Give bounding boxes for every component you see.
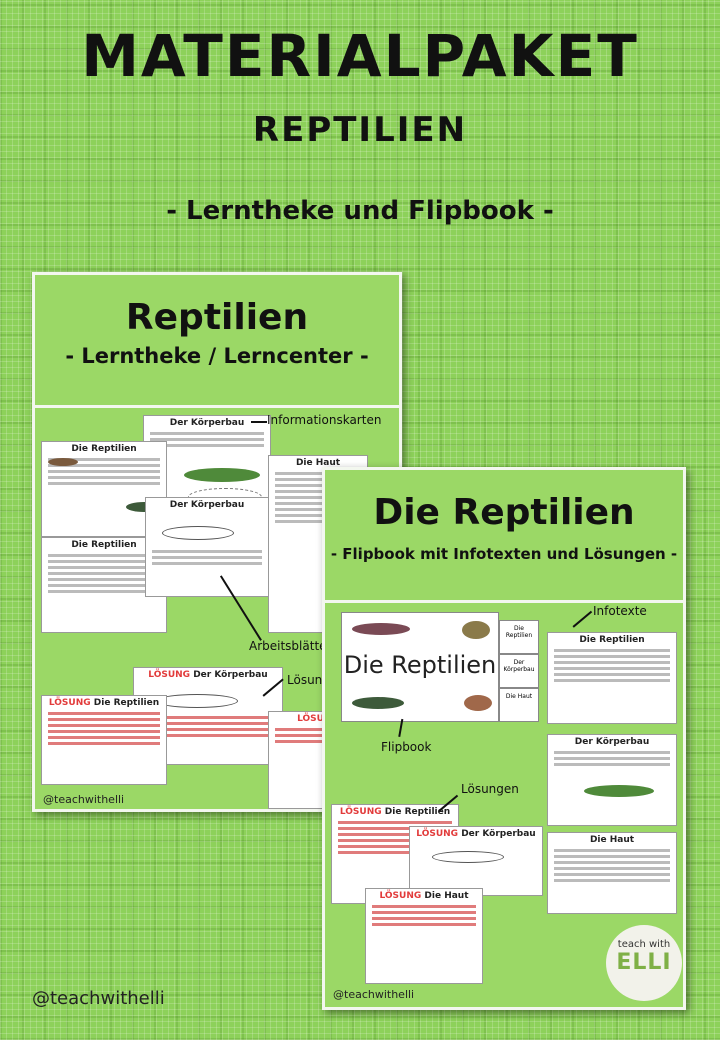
lizard-outline xyxy=(156,694,238,708)
lerntheke-subtitle: - Lerntheke / Lerncenter - xyxy=(65,344,369,368)
sheet-title: Der Körperbau xyxy=(169,418,245,428)
sheet-koerperbau-info: Der Körperbau xyxy=(547,734,677,826)
lizard-outline xyxy=(162,526,234,540)
flipbook-tab: Die Reptilien xyxy=(499,620,539,654)
flipbook-header: Die Reptilien - Flipbook mit Infotexten … xyxy=(325,470,683,603)
flipbook-tab: Der Körperbau xyxy=(499,654,539,688)
sheet-title: Der Körperbau xyxy=(169,500,245,510)
label-infotexte: Infotexte xyxy=(593,604,647,618)
lerntheke-handle: @teachwithelli xyxy=(43,793,125,806)
header: MATERIALPAKET REPTILIEN - Lerntheke und … xyxy=(0,0,720,250)
sheet-loesung-reptilien: LÖSUNG Die Reptilien xyxy=(41,695,167,785)
sheet-title: LÖSUNG Die Reptilien xyxy=(332,807,458,817)
flipbook-tab: Die Haut xyxy=(499,688,539,722)
salamander-image xyxy=(352,623,410,635)
sheet-title: LÖSUNG Der Körperbau xyxy=(134,670,282,680)
lizard-outline xyxy=(432,851,504,863)
label-informationskarten: Informationskarten xyxy=(267,413,382,427)
turtle-image xyxy=(462,621,490,639)
flipbook-handle: @teachwithelli xyxy=(333,988,415,1001)
sheet-title: LÖSUNG Die Reptilien xyxy=(42,698,166,708)
solution-prefix: LÖSUNG xyxy=(416,829,459,839)
salamander-image xyxy=(48,458,78,466)
main-title: MATERIALPAKET xyxy=(81,22,639,90)
lizard-image xyxy=(184,468,260,482)
sheet-die-reptilien-info: Die Reptilien xyxy=(547,632,677,724)
snake-image xyxy=(464,695,492,711)
sheet-title: Der Körperbau xyxy=(574,737,650,747)
sheet-title: LÖSUNG Der Körperbau xyxy=(410,829,542,839)
sheet-title: Die Haut xyxy=(589,835,635,845)
sheet-title: LÖSUNG xyxy=(297,714,339,724)
lerntheke-title: Reptilien xyxy=(125,297,309,338)
sheet-koerperbau-work: Der Körperbau xyxy=(145,497,269,597)
flipbook-card-title: Die Reptilien xyxy=(373,492,635,533)
lizard-image xyxy=(584,785,654,797)
teachwithelli-logo: teach with ELLI xyxy=(606,925,682,1001)
solution-title: Der Körperbau xyxy=(193,670,268,680)
sheet-loesung-koerperbau: LÖSUNG Der Körperbau xyxy=(409,826,543,896)
solution-prefix: LÖSUNG xyxy=(148,670,191,680)
solution-title: Die Reptilien xyxy=(93,698,160,708)
crocodile-image xyxy=(126,502,162,512)
sheet-die-reptilien-info: Die Reptilien xyxy=(41,441,167,537)
logo-line1: teach with xyxy=(617,939,671,950)
sheet-loesung-haut: LÖSUNG Die Haut xyxy=(365,888,483,984)
flipbook-cover: Die Reptilien xyxy=(341,612,499,722)
arrow-informationskarten xyxy=(251,421,267,423)
label-flipbook: Flipbook xyxy=(381,740,432,754)
sheet-haut-info: Die Haut xyxy=(547,832,677,914)
footer-handle: @teachwithelli xyxy=(32,988,165,1009)
sheet-title: Die Reptilien xyxy=(71,540,137,550)
sheet-title: Die Haut xyxy=(295,458,341,468)
solution-title: Die Haut xyxy=(424,891,469,901)
main-subtitle: REPTILIEN xyxy=(252,110,468,150)
main-tagline: - Lerntheke und Flipbook - xyxy=(166,196,554,226)
crocodile-image xyxy=(352,697,404,709)
flipbook-card-subtitle: - Flipbook mit Infotexten und Lösungen - xyxy=(330,545,678,563)
solution-title: Der Körperbau xyxy=(461,829,536,839)
label-arbeitsblaetter: Arbeitsblätter xyxy=(249,639,332,653)
solution-prefix: LÖSUNG xyxy=(339,807,382,817)
flipbook-cover-title: Die Reptilien xyxy=(343,651,497,679)
sheet-title: Die Reptilien xyxy=(579,635,645,645)
solution-prefix: LÖSUNG xyxy=(379,891,422,901)
sheet-title: Die Reptilien xyxy=(71,444,137,454)
lerntheke-header: Reptilien - Lerntheke / Lerncenter - xyxy=(35,275,399,408)
solution-prefix: LÖSUNG xyxy=(48,698,91,708)
arrow-infotexte xyxy=(572,610,592,628)
solution-title: Die Reptilien xyxy=(384,807,451,817)
label-loesungen: Lösungen xyxy=(461,782,519,796)
logo-line2: ELLI xyxy=(616,950,672,975)
sheet-title: LÖSUNG Die Haut xyxy=(366,891,482,901)
flipbook-preview: Die Reptilien - Flipbook mit Infotexten … xyxy=(322,467,686,1010)
